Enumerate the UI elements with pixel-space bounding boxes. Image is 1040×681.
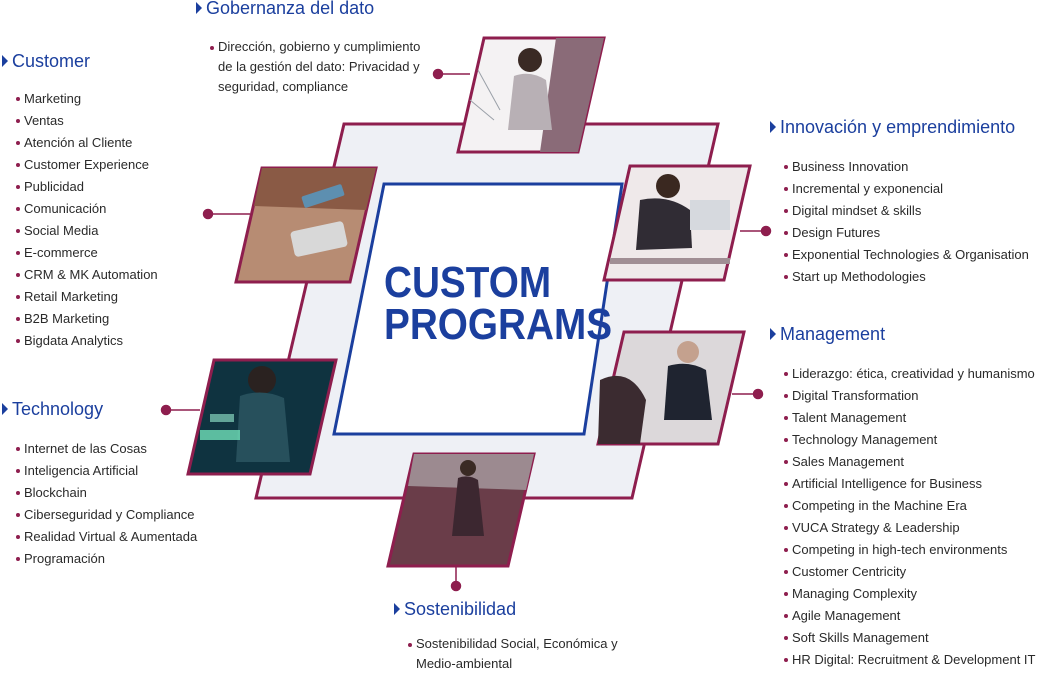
list-management: Liderazgo: ética, creatividad y humanism… bbox=[784, 363, 1035, 671]
photo-innovacion bbox=[602, 164, 752, 282]
list-item: Bigdata Analytics bbox=[16, 330, 158, 352]
photo-technology bbox=[186, 358, 338, 476]
photo-customer bbox=[234, 166, 378, 284]
list-item: Customer Experience bbox=[16, 154, 158, 176]
list-item: Blockchain bbox=[16, 482, 197, 504]
photo-gobernanza bbox=[456, 36, 606, 154]
triangle-bullet-icon bbox=[2, 55, 8, 67]
connector-dot-gobernanza bbox=[432, 68, 444, 80]
section-title-sostenibilidad: Sostenibilidad bbox=[394, 598, 624, 620]
list-item: Liderazgo: ética, creatividad y humanism… bbox=[784, 363, 1035, 385]
section-title-innovacion: Innovación y emprendimiento bbox=[770, 116, 1029, 138]
list-item: Dirección, gobierno y cumplimiento de la… bbox=[210, 37, 434, 97]
list-item: Digital mindset & skills bbox=[784, 200, 1029, 222]
list-sostenibilidad: Sostenibilidad Social, Económica y Medio… bbox=[408, 634, 618, 674]
section-title-technology-text: Technology bbox=[12, 399, 104, 419]
photo-sostenibilidad bbox=[386, 452, 536, 568]
section-title-customer-text: Customer bbox=[12, 51, 91, 71]
list-item: Managing Complexity bbox=[784, 583, 1035, 605]
section-title-innovacion-text: Innovación y emprendimiento bbox=[780, 117, 1016, 137]
list-item: Talent Management bbox=[784, 407, 1035, 429]
list-item: Comunicación bbox=[16, 198, 158, 220]
list-item: Incremental y exponencial bbox=[784, 178, 1029, 200]
list-innovacion: Business Innovation Incremental y expone… bbox=[784, 156, 1029, 288]
list-item: Retail Marketing bbox=[16, 286, 158, 308]
center-title-line1: CUSTOM bbox=[384, 258, 552, 307]
list-item: Sostenibilidad Social, Económica y Medio… bbox=[408, 634, 618, 674]
list-item: CRM & MK Automation bbox=[16, 264, 158, 286]
list-item: Ventas bbox=[16, 110, 158, 132]
connector-dot-sostenibilidad bbox=[450, 580, 462, 592]
list-item: Competing in the Machine Era bbox=[784, 495, 1035, 517]
list-item: VUCA Strategy & Leadership bbox=[784, 517, 1035, 539]
list-item: Programación bbox=[16, 548, 197, 570]
list-item: Artificial Intelligence for Business bbox=[784, 473, 1035, 495]
list-item: HR Digital: Recruitment & Development IT bbox=[784, 649, 1035, 671]
inner-frame bbox=[332, 182, 624, 436]
list-item: Design Futures bbox=[784, 222, 1029, 244]
list-item: Technology Management bbox=[784, 429, 1035, 451]
list-item: Ciberseguridad y Compliance bbox=[16, 504, 197, 526]
list-item: E-commerce bbox=[16, 242, 158, 264]
list-item: Sales Management bbox=[784, 451, 1035, 473]
section-title-management-text: Management bbox=[780, 324, 886, 344]
section-title-gobernanza-text: Gobernanza del dato bbox=[206, 0, 375, 18]
triangle-bullet-icon bbox=[2, 403, 8, 415]
section-title-technology: Technology bbox=[2, 398, 197, 420]
list-technology: Internet de las Cosas Inteligencia Artif… bbox=[16, 438, 197, 570]
list-item: Publicidad bbox=[16, 176, 158, 198]
list-item: Competing in high-tech environments bbox=[784, 539, 1035, 561]
section-title-management: Management bbox=[770, 323, 1035, 345]
section-management: Management Liderazgo: ética, creatividad… bbox=[770, 323, 1035, 671]
triangle-bullet-icon bbox=[394, 603, 400, 615]
connector-dot-innovacion bbox=[760, 225, 772, 237]
list-item: Realidad Virtual & Aumentada bbox=[16, 526, 197, 548]
list-item: Inteligencia Artificial bbox=[16, 460, 197, 482]
list-item: Marketing bbox=[16, 88, 158, 110]
connector-dot-management bbox=[752, 388, 764, 400]
section-sostenibilidad: Sostenibilidad Sostenibilidad Social, Ec… bbox=[394, 598, 624, 674]
section-title-gobernanza: Gobernanza del dato bbox=[196, 0, 436, 19]
connector-dot-technology bbox=[160, 404, 172, 416]
triangle-bullet-icon bbox=[770, 328, 776, 340]
list-item: Social Media bbox=[16, 220, 158, 242]
photo-management bbox=[596, 330, 746, 446]
list-item: Exponential Technologies & Organisation bbox=[784, 244, 1029, 266]
center-title-line2: PROGRAMS bbox=[384, 300, 613, 349]
section-title-sostenibilidad-text: Sostenibilidad bbox=[404, 599, 517, 619]
list-item: Soft Skills Management bbox=[784, 627, 1035, 649]
section-technology: Technology Internet de las Cosas Intelig… bbox=[2, 398, 197, 570]
list-item: Customer Centricity bbox=[784, 561, 1035, 583]
list-item: Agile Management bbox=[784, 605, 1035, 627]
center-title: CUSTOM PROGRAMS bbox=[384, 258, 613, 349]
section-title-customer: Customer bbox=[2, 50, 158, 72]
list-item: Business Innovation bbox=[784, 156, 1029, 178]
list-item: Internet de las Cosas bbox=[16, 438, 197, 460]
list-item: Atención al Cliente bbox=[16, 132, 158, 154]
triangle-bullet-icon bbox=[770, 121, 776, 133]
section-innovacion: Innovación y emprendimiento Business Inn… bbox=[770, 116, 1029, 288]
section-gobernanza: Gobernanza del dato Dirección, gobierno … bbox=[196, 0, 436, 97]
list-gobernanza: Dirección, gobierno y cumplimiento de la… bbox=[210, 37, 434, 97]
list-item: Digital Transformation bbox=[784, 385, 1035, 407]
list-item: Start up Methodologies bbox=[784, 266, 1029, 288]
triangle-bullet-icon bbox=[196, 2, 202, 14]
section-customer: Customer Marketing Ventas Atención al Cl… bbox=[2, 50, 158, 352]
list-customer: Marketing Ventas Atención al Cliente Cus… bbox=[16, 88, 158, 352]
list-item: B2B Marketing bbox=[16, 308, 158, 330]
connector-dot-customer bbox=[202, 208, 214, 220]
